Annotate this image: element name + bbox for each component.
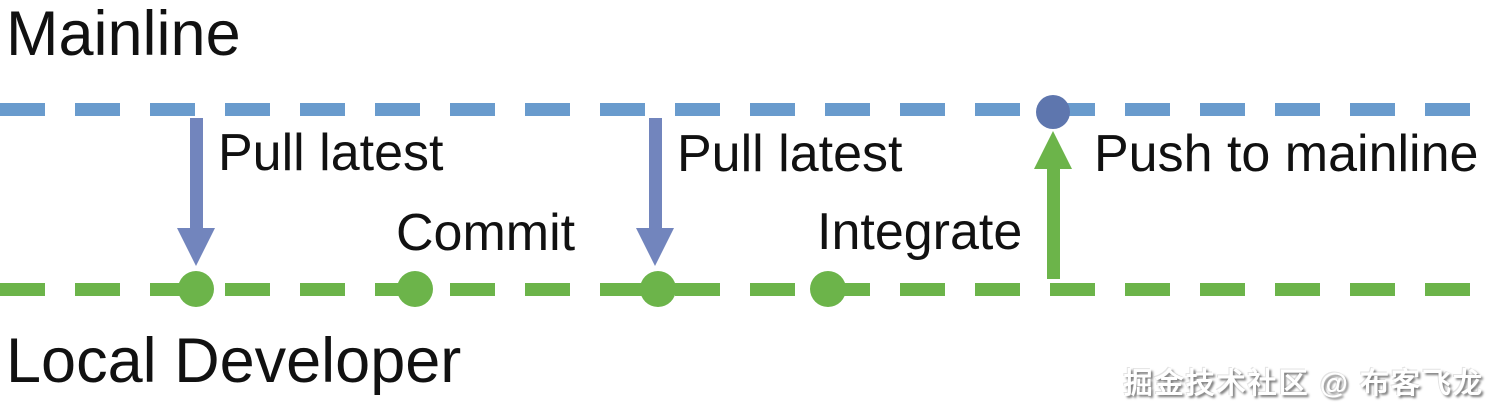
local-developer-track-line [0, 283, 1470, 296]
push-up-arrow-icon [1047, 167, 1060, 279]
pull-latest-2-down-arrow-icon [649, 118, 662, 230]
commit-node [397, 271, 433, 307]
integrate-label: Integrate [817, 203, 1023, 261]
pull-latest-2-down-arrowhead-icon [636, 228, 674, 266]
pull-latest-2-label: Pull latest [677, 125, 903, 183]
pull-latest-1-down-arrowhead-icon [177, 228, 215, 266]
watermark-text: 掘金技术社区 @ 布客飞龙 [1123, 368, 1484, 400]
pull-latest-1-commit-node [178, 271, 214, 307]
mainline-track-line [0, 103, 1470, 116]
pull-latest-2-commit-node [640, 271, 676, 307]
commit-label: Commit [396, 204, 576, 262]
mainline-lane-label: Mainline [6, 0, 241, 69]
pull-latest-1-down-arrow-icon [190, 118, 203, 230]
local-developer-lane-label: Local Developer [6, 326, 462, 396]
push-up-arrowhead-icon [1034, 131, 1072, 169]
mainline-push-node [1036, 95, 1070, 129]
push-to-mainline-label: Push to mainline [1094, 125, 1479, 183]
pull-latest-1-label: Pull latest [218, 124, 444, 182]
integrate-node [810, 271, 846, 307]
